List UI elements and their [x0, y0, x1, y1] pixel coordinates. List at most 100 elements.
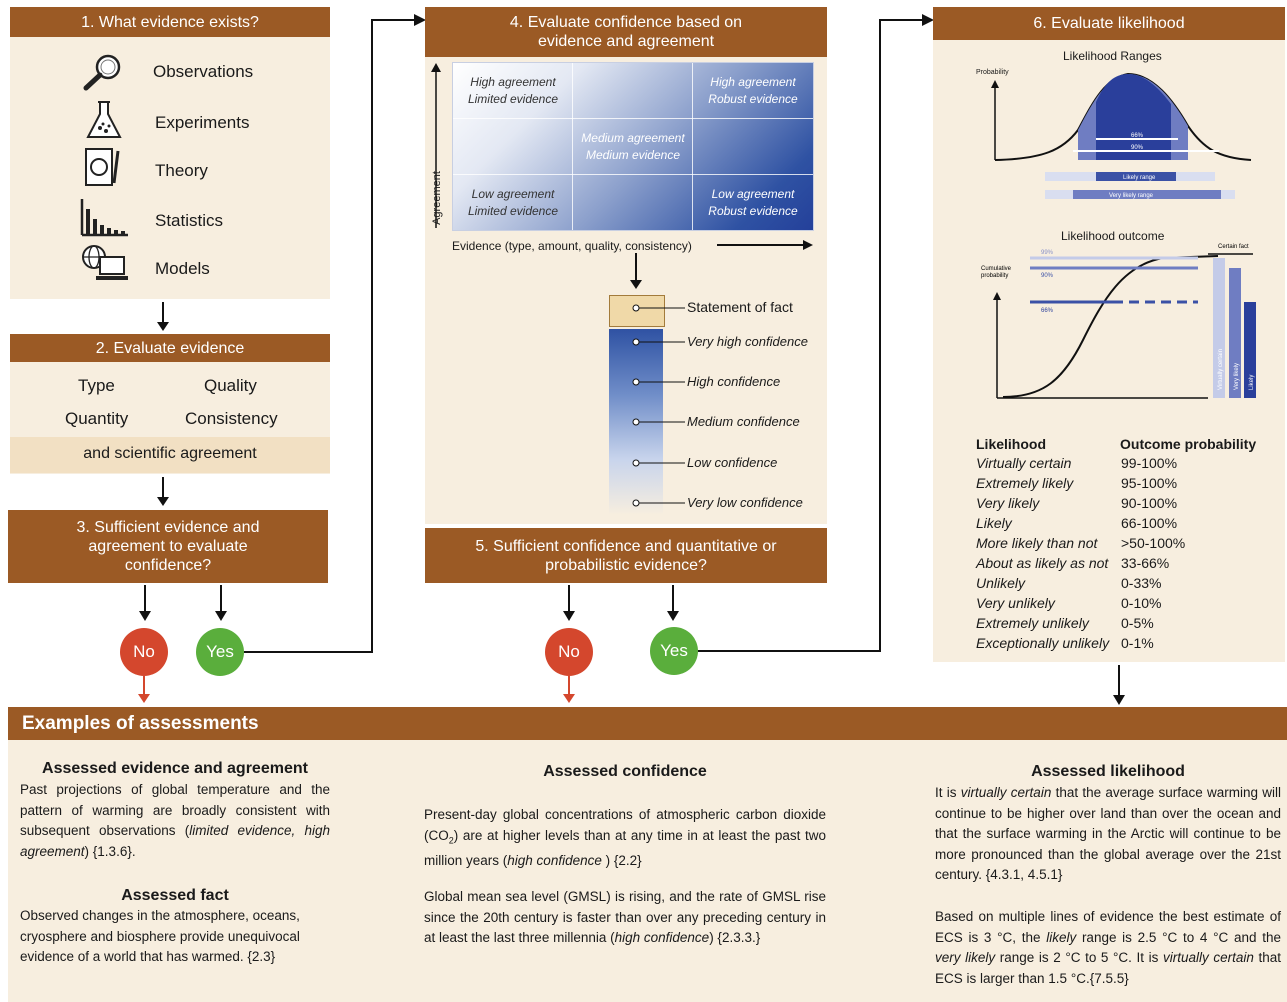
- assessed-evidence-text: Past projections of global temperature a…: [20, 782, 330, 859]
- document-icon: [85, 148, 120, 186]
- assessed-confidence-title: Assessed confidence: [543, 763, 707, 780]
- likelihood-outcome-title: Likelihood outcome: [1061, 229, 1165, 243]
- scale-high: High confidence: [687, 374, 781, 389]
- step1-panel: Observations Experiments Theory Statisti…: [10, 37, 330, 299]
- flask-icon: [86, 101, 122, 138]
- arrow-1-to-2: [157, 302, 169, 331]
- step5-title: 5. Sufficient confidence and quantitativ…: [475, 537, 777, 574]
- step3-title: 3. Sufficient evidence and agreement to …: [76, 519, 260, 574]
- step1-header: 1. What evidence exists?: [10, 7, 330, 37]
- step3-yes-label: Yes: [206, 642, 234, 661]
- scale-statement-of-fact: Statement of fact: [687, 299, 793, 315]
- step4-title: 4. Evaluate confidence based on evidence…: [509, 14, 743, 50]
- step2-title: 2. Evaluate evidence: [95, 339, 245, 357]
- examples-header: Examples of assessments: [8, 707, 1287, 740]
- likelihood-outcome-plot: Cumulative probability Certain fact 99% …: [981, 244, 1256, 399]
- step2-header: 2. Evaluate evidence: [10, 334, 330, 362]
- evidence-observations: Observations: [153, 62, 254, 81]
- table-row: About as likely as not: [976, 555, 1109, 571]
- certain-fact-label: Certain fact: [1218, 244, 1249, 250]
- scale-markers: [632, 304, 685, 507]
- step2-agreement-band: [10, 437, 330, 473]
- evidence-axis-arrow: [717, 240, 813, 250]
- table-row: 0-5%: [1121, 615, 1154, 631]
- likelihood-ranges-title: Likelihood Ranges: [1063, 49, 1162, 63]
- table-row: Exceptionally unlikely: [976, 635, 1110, 651]
- bar-chart-icon: [80, 199, 128, 237]
- arrow-2-to-3: [157, 477, 169, 506]
- cumulative-label-1: Cumulative: [981, 266, 1012, 272]
- table-row: Very unlikely: [976, 595, 1055, 611]
- table-row: 0-1%: [1121, 635, 1154, 651]
- likelihood-col-header: Likelihood: [976, 436, 1046, 452]
- table-row: >50-100%: [1121, 535, 1186, 551]
- table-row: Very likely: [976, 495, 1040, 511]
- step1-title: 1. What evidence exists?: [81, 13, 259, 31]
- table-row: 66-100%: [1121, 515, 1178, 531]
- step5-yes-label: Yes: [660, 641, 688, 660]
- step6-title: 6. Evaluate likelihood: [1033, 15, 1185, 32]
- very-likely-range-label: Very likely range: [1109, 193, 1154, 199]
- scale-low: Low confidence: [687, 455, 778, 470]
- probability-label: Probability: [976, 69, 1009, 76]
- bar-likely: Likely: [1249, 375, 1255, 390]
- step6-header: 6. Evaluate likelihood: [933, 7, 1285, 40]
- assessed-confidence-text-2: Global mean sea level (GMSL) is rising, …: [424, 889, 826, 945]
- pct-90-label: 90%: [1131, 145, 1144, 151]
- step5-header: 5. Sufficient confidence and quantitativ…: [425, 528, 827, 583]
- step3-yes-circle: Yes: [196, 628, 244, 676]
- evidence-axis-label: Evidence (type, amount, quality, consist…: [452, 239, 692, 253]
- agreement-axis-label: Agreement: [431, 171, 443, 225]
- evidence-models: Models: [155, 259, 210, 278]
- connector-yes-to-step4: [244, 14, 426, 653]
- table-row: Virtually certain: [976, 455, 1072, 471]
- assessed-fact-title: Assessed fact: [121, 887, 229, 904]
- step2-quantity: Quantity: [65, 409, 129, 428]
- step5-decision-arrows: [563, 585, 679, 621]
- table-row: 0-10%: [1121, 595, 1162, 611]
- step5-yes-circle: Yes: [650, 627, 698, 675]
- pct-99-label: 99%: [1041, 250, 1054, 256]
- cumulative-label-2: probability: [981, 273, 1008, 279]
- step3-decision-arrows: [139, 585, 227, 621]
- scale-very-low: Very low confidence: [687, 495, 803, 510]
- scale-very-high: Very high confidence: [687, 334, 808, 349]
- magnifier-icon: [83, 54, 121, 91]
- step5-no-arrow: [563, 676, 575, 703]
- table-row: Extremely unlikely: [976, 615, 1089, 631]
- pct-66-label: 66%: [1131, 133, 1144, 139]
- connector-yes-to-step6: [698, 14, 934, 652]
- step2-quality: Quality: [204, 376, 257, 395]
- assessed-confidence-text-1: Present-day global concentrations of atm…: [424, 807, 826, 868]
- examples-panel: [8, 740, 1287, 1002]
- step4-header: 4. Evaluate confidence based on evidence…: [425, 7, 827, 57]
- step3-no-label: No: [133, 642, 155, 661]
- step3-header: 3. Sufficient evidence and agreement to …: [8, 510, 328, 583]
- likely-range-label: Likely range: [1123, 175, 1156, 181]
- table-row: 0-33%: [1121, 575, 1162, 591]
- globe-computer-icon: [82, 245, 128, 280]
- agreement-axis-arrow: [431, 63, 441, 228]
- pct-90b-label: 90%: [1041, 273, 1054, 279]
- arrow-step6-to-examples: [1113, 665, 1125, 705]
- step6-panel: Likelihood Ranges Probability 66% 90% Li…: [933, 40, 1285, 662]
- assessed-fact-text: Observed changes in the atmosphere, ocea…: [20, 908, 300, 964]
- step5-no-circle: No: [545, 628, 593, 676]
- step2-agreement: and scientific agreement: [83, 445, 257, 462]
- table-row: More likely than not: [976, 535, 1098, 551]
- assessed-likelihood-text-2: Based on multiple lines of evidence the …: [935, 909, 1282, 986]
- table-row: Unlikely: [976, 575, 1026, 591]
- step2-type: Type: [78, 376, 115, 395]
- step5-no-label: No: [558, 642, 580, 661]
- bar-very-likely: Very likely: [1234, 363, 1240, 390]
- bar-virtually-certain: Virtually certain: [1218, 349, 1224, 390]
- table-row: Likely: [976, 515, 1012, 531]
- scale-medium: Medium confidence: [687, 414, 800, 429]
- assessed-evidence-title: Assessed evidence and agreement: [42, 760, 308, 777]
